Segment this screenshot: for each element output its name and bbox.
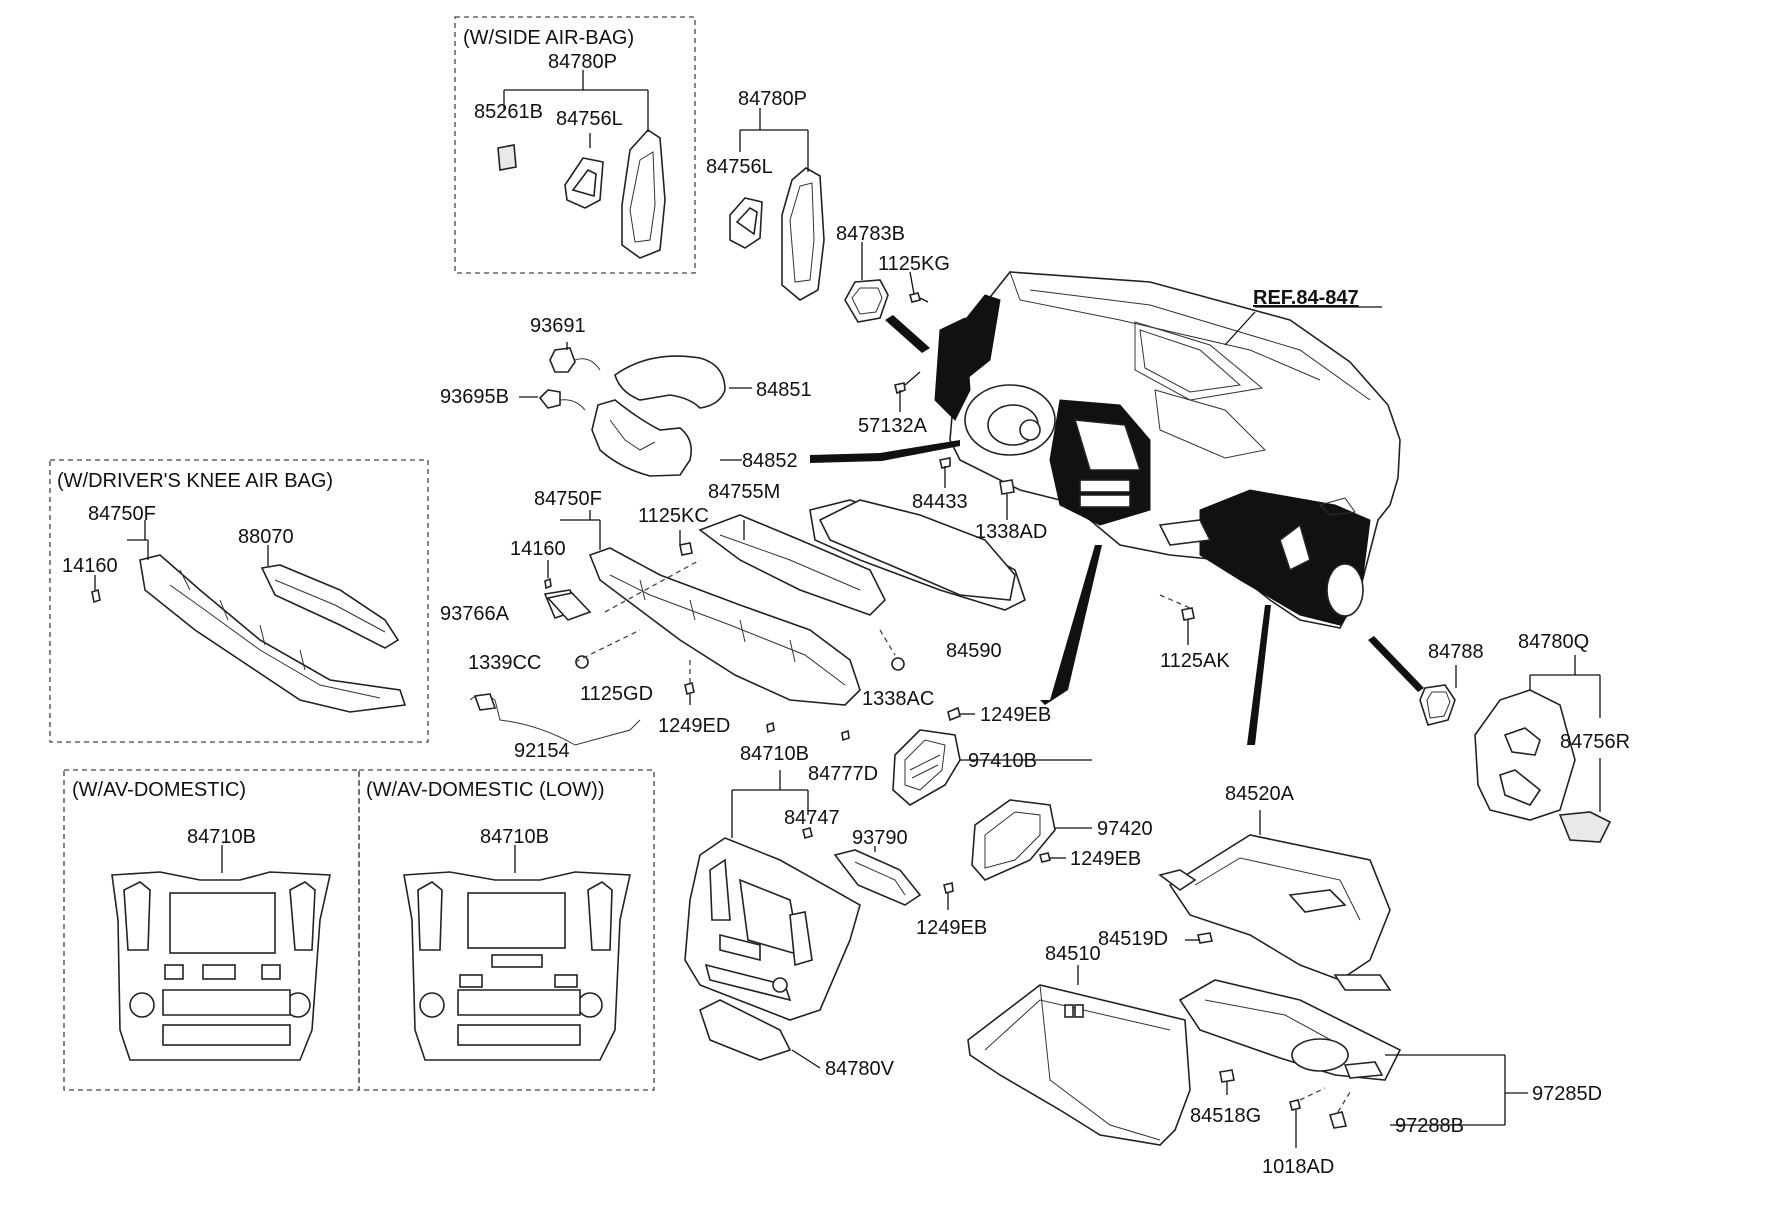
av-domestic-group-box — [63, 769, 360, 1091]
label-93691: 93691 — [530, 315, 586, 337]
knee-airbag-group-label: (W/DRIVER'S KNEE AIR BAG) — [57, 470, 333, 492]
label-84750F: 84750F — [534, 488, 602, 510]
part-1125AK — [1159, 594, 1195, 645]
ref-label: REF.84-847 — [1253, 287, 1359, 309]
center-facia-panel — [684, 770, 861, 1069]
label-84590: 84590 — [946, 640, 1002, 662]
label-84519D: 84519D — [1098, 928, 1168, 950]
label-1338AC: 1338AC — [862, 688, 934, 710]
label-97420: 97420 — [1097, 818, 1153, 840]
label-84780P-box: 84780P — [548, 51, 617, 73]
label-84518G: 84518G — [1190, 1105, 1261, 1127]
label-84756R: 84756R — [1560, 731, 1630, 753]
av-domestic-group-label: (W/AV-DOMESTIC) — [72, 779, 246, 801]
label-84710B-low: 84710B — [480, 826, 549, 848]
label-93766A: 93766A — [440, 603, 510, 625]
band-84852 — [810, 440, 960, 463]
av-domestic-panel — [111, 871, 331, 1061]
label-84780P: 84780P — [738, 88, 807, 110]
label-84777D: 84777D — [808, 763, 878, 785]
label-84510: 84510 — [1045, 943, 1101, 965]
label-92154: 92154 — [514, 740, 570, 762]
label-84433: 84433 — [912, 491, 968, 513]
vent-parts — [833, 706, 1092, 910]
av-domestic-low-panel — [403, 871, 631, 1061]
label-84780V: 84780V — [825, 1058, 895, 1080]
label-84750F-box: 84750F — [88, 503, 156, 525]
label-1249EB-a: 1249EB — [980, 704, 1051, 726]
label-85261B: 85261B — [474, 101, 543, 123]
label-84783B: 84783B — [836, 223, 905, 245]
label-1338AD: 1338AD — [975, 521, 1047, 543]
band-84783B — [885, 315, 930, 353]
label-84747: 84747 — [784, 807, 840, 829]
label-84756L-box: 84756L — [556, 108, 623, 130]
label-97288B: 97288B — [1395, 1115, 1464, 1137]
label-57132A: 57132A — [858, 415, 928, 437]
side-airbag-group-box — [454, 16, 696, 274]
av-domestic-low-group-box — [358, 769, 655, 1091]
label-97285D: 97285D — [1532, 1083, 1602, 1105]
knee-airbag-parts — [91, 520, 407, 713]
band-84520A — [1235, 605, 1271, 745]
label-84780Q: 84780Q — [1518, 631, 1589, 653]
part-labels: 84780P 85261B 84756L 84780P 84756L 84783… — [62, 51, 1630, 1178]
label-1125GD: 1125GD — [580, 683, 653, 705]
glove-box-parts — [967, 810, 1528, 1148]
label-84710B: 84710B — [740, 743, 809, 765]
label-1339CC: 1339CC — [468, 652, 541, 674]
label-93695B: 93695B — [440, 386, 509, 408]
side-airbag-group-label: (W/SIDE AIR-BAG) — [463, 27, 634, 49]
label-84756L: 84756L — [706, 156, 773, 178]
part-84780P-assembly — [729, 108, 929, 323]
label-1249EB-b: 1249EB — [916, 917, 987, 939]
label-14160-box: 14160 — [62, 555, 118, 577]
dashboard-assembly — [934, 271, 1401, 629]
right-end-panel-parts — [1419, 655, 1612, 843]
label-88070: 88070 — [238, 526, 294, 548]
av-domestic-low-group-label: (W/AV-DOMESTIC (LOW)) — [366, 779, 605, 801]
label-84852: 84852 — [742, 450, 798, 472]
band-84788 — [1368, 636, 1424, 692]
label-84755M: 84755M — [708, 481, 780, 503]
label-1018AD: 1018AD — [1262, 1156, 1334, 1178]
column-shroud-parts — [519, 342, 1015, 520]
label-1249EB-c: 1249EB — [1070, 848, 1141, 870]
knee-airbag-group-box — [49, 459, 429, 743]
label-84851: 84851 — [756, 379, 812, 401]
label-14160: 14160 — [510, 538, 566, 560]
part-84590 — [818, 499, 1016, 601]
label-93790: 93790 — [852, 827, 908, 849]
label-1125AK: 1125AK — [1160, 650, 1230, 672]
label-1249ED: 1249ED — [658, 715, 730, 737]
label-84520A: 84520A — [1225, 783, 1295, 805]
label-1125KG: 1125KG — [878, 253, 950, 275]
label-84710B-av: 84710B — [187, 826, 256, 848]
label-84788: 84788 — [1428, 641, 1484, 663]
band-97410B — [1040, 545, 1102, 705]
side-airbag-parts — [497, 70, 666, 259]
label-1125KC: 1125KC — [638, 505, 709, 527]
label-97410B: 97410B — [968, 750, 1037, 772]
